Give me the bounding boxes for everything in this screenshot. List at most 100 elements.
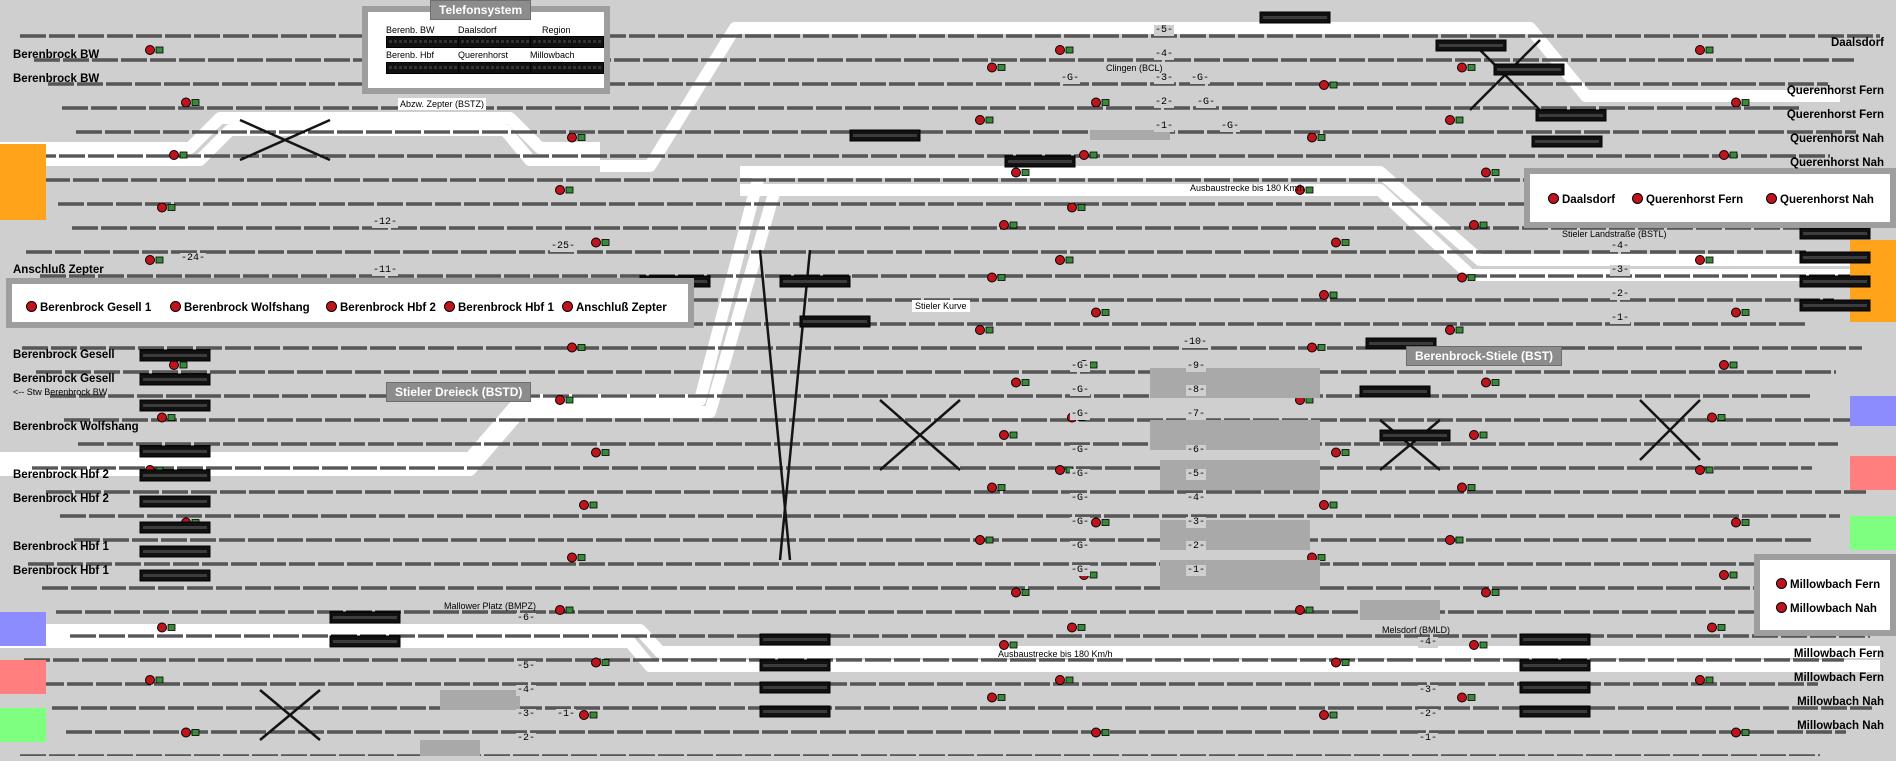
signal-icon <box>1469 640 1479 650</box>
signal-aspect-icon <box>155 46 164 54</box>
section-block <box>1360 600 1440 620</box>
legend-label: Querenhorst Fern <box>1646 194 1744 206</box>
signal-icon <box>1707 412 1717 423</box>
track-number: -2- <box>1154 97 1175 108</box>
legend-item-daalsdorf[interactable]: Daalsdorf <box>1548 193 1615 206</box>
legend-label: Millowbach Fern <box>1790 579 1881 591</box>
signal-icon <box>170 301 181 312</box>
telefon-entry-berenb-bw[interactable]: Berenb. BW <box>386 25 435 35</box>
route-band <box>0 124 600 166</box>
signal-aspect-icon <box>1729 151 1738 159</box>
signal-aspect-icon <box>1009 431 1018 439</box>
signal-aspect-icon <box>601 239 610 246</box>
signal-icon <box>145 45 155 55</box>
signal-icon <box>1067 622 1077 633</box>
signal-aspect-icon <box>1329 81 1338 89</box>
signal-icon <box>987 272 997 283</box>
signal-icon <box>1707 622 1717 633</box>
signal-aspect-icon <box>1329 501 1338 509</box>
legend-item-gesell1[interactable]: Berenbrock Gesell 1 <box>26 301 151 314</box>
signal-icon <box>1731 517 1741 528</box>
legend-item-wolfshang[interactable]: Berenbrock Wolfshang <box>170 301 310 314</box>
legend-item-hbf1[interactable]: Berenbrock Hbf 1 <box>444 301 554 314</box>
track-number: -10- <box>1182 337 1209 348</box>
signal-aspect-icon <box>1705 466 1714 474</box>
track-number: -24- <box>180 253 207 264</box>
signal-aspect-icon <box>1021 169 1030 176</box>
station-label-querenhorst-nah: Querenhorst Nah <box>1790 133 1884 145</box>
track-number: -3- <box>1418 685 1439 696</box>
signal-aspect-icon <box>1089 361 1098 369</box>
signal-icon <box>169 150 179 160</box>
track-number: -4- <box>1154 49 1175 60</box>
section-block <box>1160 520 1310 550</box>
signal-icon <box>1776 578 1787 589</box>
signal-icon <box>591 447 601 458</box>
legend-item-querenhorst-nah[interactable]: Querenhorst Nah <box>1766 193 1874 206</box>
legend-label: Berenbrock Hbf 2 <box>340 302 436 314</box>
signal-aspect-icon <box>1467 694 1476 701</box>
legend-ne-panel <box>1524 168 1896 228</box>
signal-icon <box>157 622 167 633</box>
portal-block <box>1850 396 1896 426</box>
telefon-entry-region[interactable]: Region <box>542 25 571 35</box>
signal-aspect-icon <box>1467 274 1476 281</box>
signal-icon <box>555 185 565 195</box>
signal-aspect-icon <box>589 711 598 719</box>
signal-icon <box>1731 727 1741 738</box>
signal-icon <box>975 325 985 335</box>
signal-icon <box>1331 237 1341 248</box>
signal-aspect-icon <box>601 659 610 666</box>
track-number: -G- <box>1070 385 1091 396</box>
station-label-millowbach-fern: Millowbach Fern <box>1793 648 1884 660</box>
legend-item-millowbach-fern[interactable]: Millowbach Fern <box>1776 578 1880 591</box>
signal-icon <box>1055 465 1065 475</box>
signal-aspect-icon <box>565 186 574 194</box>
station-label-querenhorst-fern: Querenhorst Fern <box>1786 85 1884 97</box>
signal-aspect-icon <box>1491 169 1500 176</box>
legend-item-zepter[interactable]: Anschluß Zepter <box>562 301 667 314</box>
signal-icon <box>591 237 601 248</box>
signal-aspect-icon <box>1089 571 1098 579</box>
signal-aspect-icon <box>1077 204 1086 211</box>
station-label-millowbach-nah: Millowbach Nah <box>1797 720 1884 732</box>
legend-item-querenhorst-fern[interactable]: Querenhorst Fern <box>1632 193 1743 206</box>
section-block <box>420 740 480 756</box>
signal-icon <box>181 97 191 108</box>
route-band <box>0 112 600 154</box>
legend-item-hbf2[interactable]: Berenbrock Hbf 2 <box>326 301 436 314</box>
portal-block <box>0 708 46 742</box>
signal-aspect-icon <box>1479 221 1488 229</box>
signal-icon <box>1091 727 1101 738</box>
track-number: -6- <box>516 613 537 624</box>
signal-aspect-icon <box>1101 729 1110 736</box>
signal-aspect-icon <box>1317 134 1326 141</box>
signal-icon <box>999 640 1009 650</box>
legend-item-millowbach-nah[interactable]: Millowbach Nah <box>1776 602 1877 615</box>
signal-aspect-icon <box>1455 116 1464 124</box>
telefon-entry-daalsdorf[interactable]: Daalsdorf <box>458 25 497 35</box>
signal-aspect-icon <box>1305 186 1314 194</box>
track-number: -12- <box>372 217 399 228</box>
area-label-ausbau-bottom: Ausbaustrecke bis 180 Km/h <box>998 649 1113 659</box>
occupancy-display-segment <box>1383 434 1447 437</box>
track-number: -11- <box>372 265 399 276</box>
telefon-entry-millowbach[interactable]: Millowbach <box>530 50 575 60</box>
signal-icon <box>555 605 565 615</box>
occupancy-display-segment <box>143 500 207 503</box>
area-label-ausbau-top: Ausbaustrecke bis 180 Km/h <box>1190 183 1305 193</box>
route-band <box>0 636 1880 672</box>
signal-icon <box>1307 342 1317 353</box>
signal-aspect-icon <box>1089 151 1098 159</box>
telefon-entry-berenb-hbf[interactable]: Berenb. Hbf <box>386 50 435 60</box>
signal-aspect-icon <box>1455 326 1464 334</box>
track-crossover <box>259 689 321 741</box>
signal-aspect-icon <box>1717 414 1726 421</box>
signal-icon <box>1319 710 1329 720</box>
signal-aspect-icon <box>1741 519 1750 526</box>
telefon-display <box>386 36 460 48</box>
signal-icon <box>1011 587 1021 598</box>
telefon-entry-querenhorst[interactable]: Querenhorst <box>458 50 509 60</box>
occupancy-display-segment <box>1803 280 1867 283</box>
